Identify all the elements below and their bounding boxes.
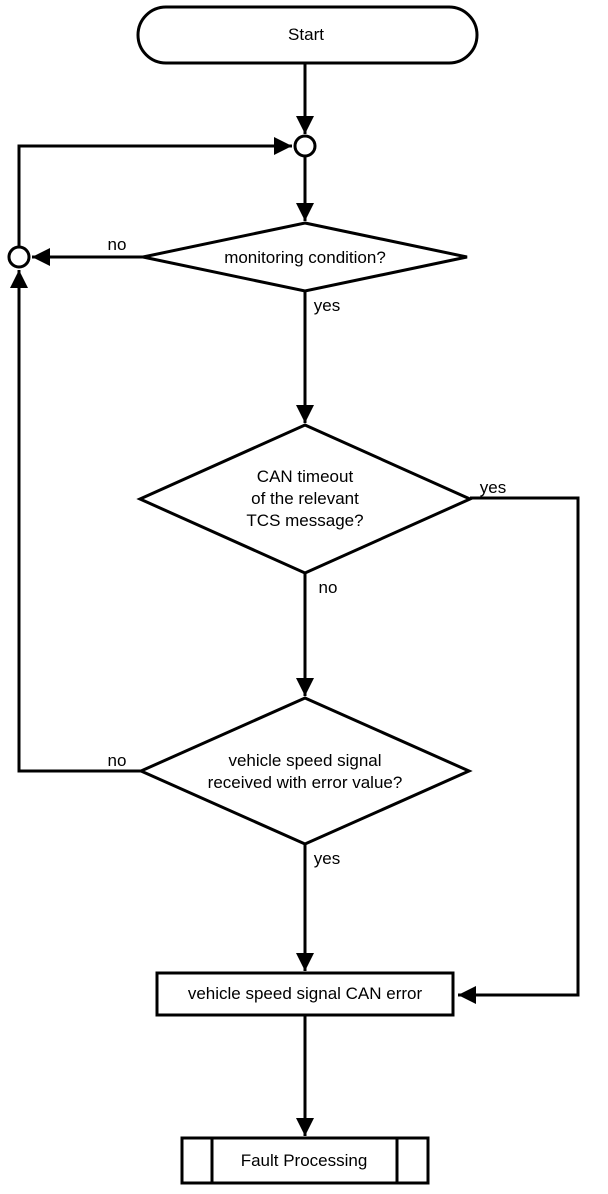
can-error-process-shape: [155, 971, 455, 1017]
vehicle-speed-decision-shape: [137, 696, 473, 846]
can-timeout-decision-shape: [136, 423, 474, 575]
fault-processing-shape: [180, 1136, 430, 1185]
monitoring-decision-shape: [142, 221, 468, 293]
junction-top-connector: [293, 134, 317, 158]
edge-junction-left-to-junction-top: [17, 137, 292, 246]
edge-can-timeout-yes-to-process: [458, 496, 580, 1004]
start-terminator-shape: [136, 5, 479, 65]
fault-processing-side-bars: [210, 1138, 399, 1183]
edge-vehicle-speed-no-to-junction-left: [9, 270, 142, 773]
junction-left-connector: [7, 245, 31, 269]
